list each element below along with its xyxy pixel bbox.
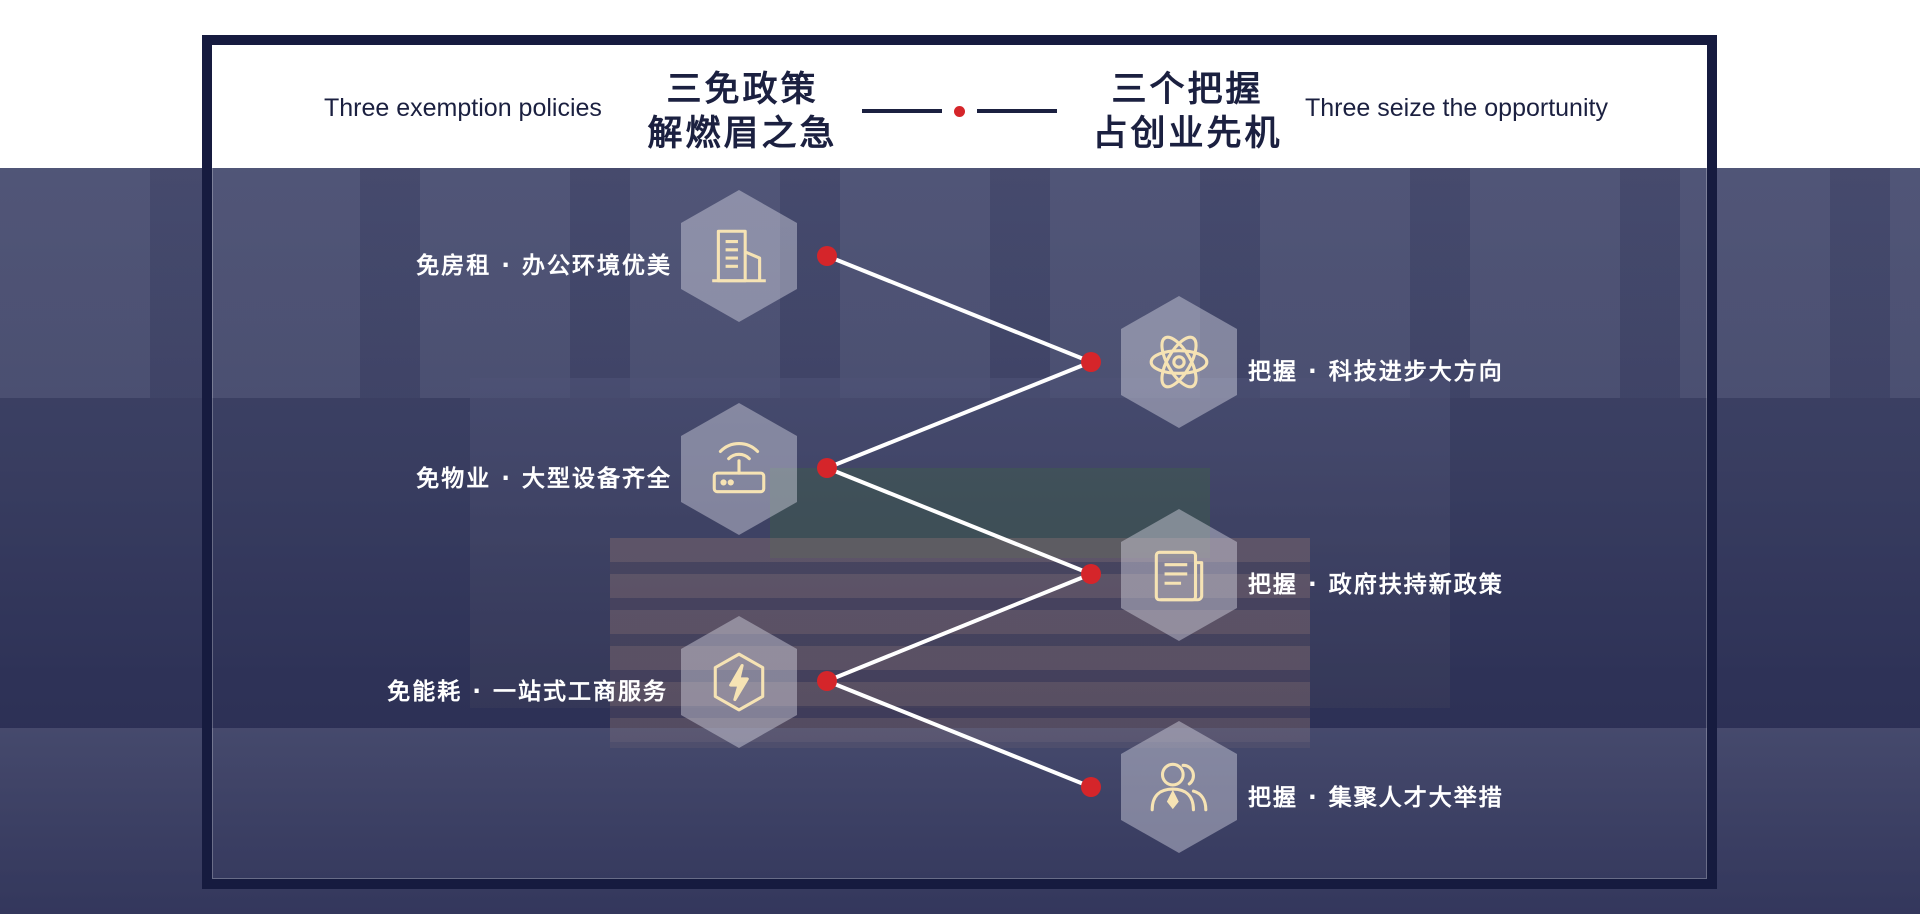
title-divider-left <box>862 109 942 113</box>
people-icon <box>1150 762 1208 812</box>
left-dot-2 <box>817 458 837 478</box>
left-dot-1 <box>817 246 837 266</box>
right-item-hex-1 <box>1121 296 1237 428</box>
document-icon <box>1154 550 1204 602</box>
connector-line-3 <box>826 466 1092 576</box>
background-photo <box>0 168 1920 914</box>
right-dot-2 <box>1081 564 1101 584</box>
left-item-label-3: 免能耗 · 一站式工商服务 <box>387 679 668 705</box>
left-dot-3 <box>817 671 837 691</box>
frame-inner-line <box>212 45 1707 879</box>
connector-line-5 <box>826 679 1092 789</box>
left-chinese-title: 三免政策 解燃眉之急 <box>635 68 850 156</box>
left-item-label-1: 免房租 · 办公环境优美 <box>416 253 672 279</box>
navy-frame <box>202 35 1717 889</box>
left-english-title: Three exemption policies <box>324 94 602 122</box>
right-item-label-2: 把握 · 政府扶持新政策 <box>1248 572 1504 598</box>
right-dot-1 <box>1081 352 1101 372</box>
title-divider-dot <box>954 106 965 117</box>
right-title-line2: 占创业先机 <box>1092 114 1283 154</box>
right-item-label-1: 把握 · 科技进步大方向 <box>1248 359 1504 385</box>
power-icon <box>713 652 765 712</box>
connector-line-4 <box>826 572 1092 683</box>
building-icon <box>712 229 766 283</box>
right-item-hex-2 <box>1121 509 1237 641</box>
connector-line-1 <box>826 254 1092 364</box>
connector-line-2 <box>826 360 1092 470</box>
right-title-line1: 三个把握 <box>1111 70 1264 110</box>
atom-icon <box>1149 335 1209 389</box>
left-item-label-2: 免物业 · 大型设备齐全 <box>416 466 672 492</box>
right-chinese-title: 三个把握 占创业先机 <box>1080 68 1295 156</box>
router-icon <box>712 442 766 494</box>
right-english-title: Three seize the opportunity <box>1305 94 1608 122</box>
title-divider-right <box>977 109 1057 113</box>
background-ceiling <box>0 168 1920 398</box>
background-stairs <box>610 538 1310 748</box>
left-title-line2: 解燃眉之急 <box>647 114 838 154</box>
right-item-hex-3 <box>1121 721 1237 853</box>
background-overlay <box>0 168 1920 914</box>
left-title-line1: 三免政策 <box>666 70 819 110</box>
right-dot-3 <box>1081 777 1101 797</box>
right-item-label-3: 把握 · 集聚人才大举措 <box>1248 785 1504 811</box>
